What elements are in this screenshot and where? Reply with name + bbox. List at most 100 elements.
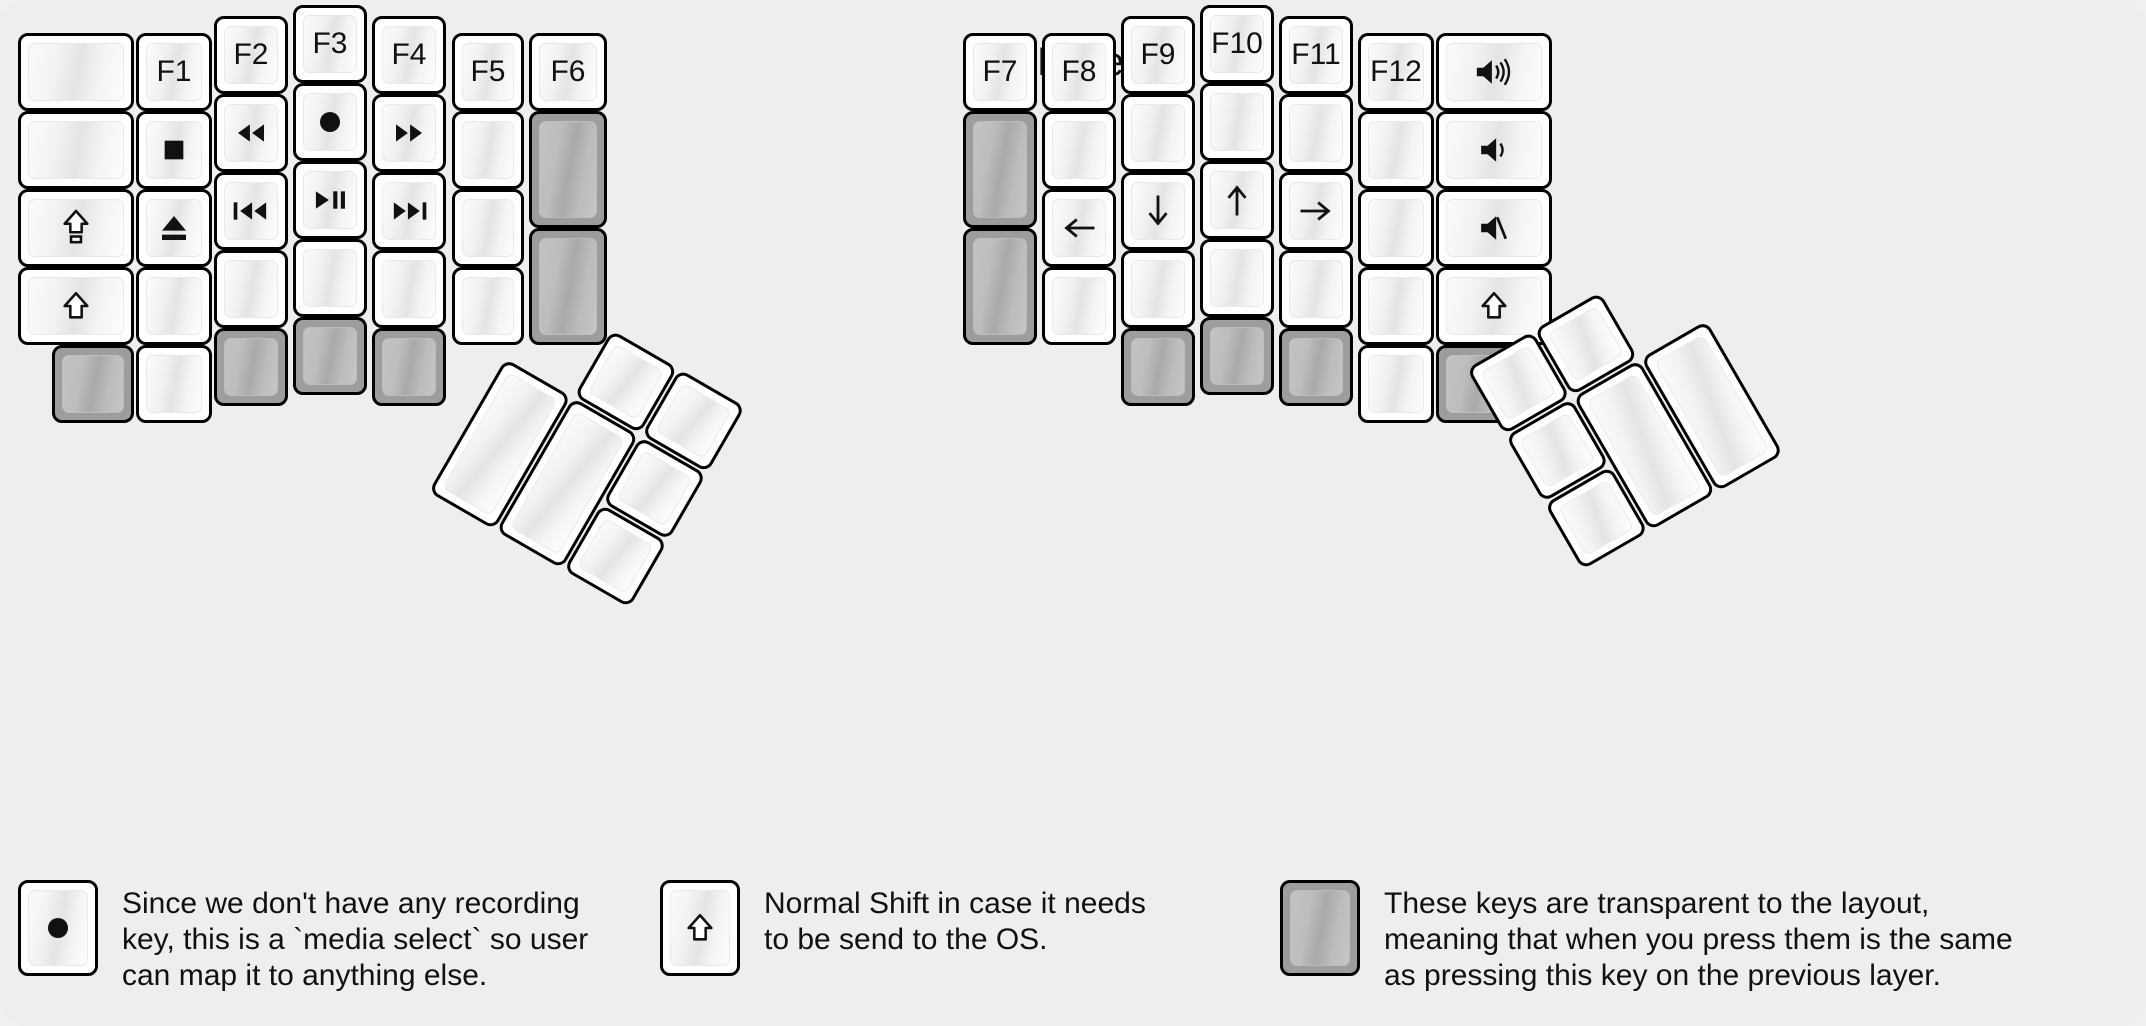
key-transparent-inner-column-1[interactable] [963, 111, 1037, 228]
key-f7-inner-column-0[interactable]: F7 [963, 33, 1037, 111]
keycap-surface [382, 26, 436, 84]
key-transparent-index-column-4[interactable] [1121, 328, 1195, 406]
keycap-surface [1131, 104, 1185, 162]
key-media-previous-ring-column-2[interactable] [214, 172, 288, 250]
key-label: F9 [1140, 38, 1176, 71]
key-transparent-inner-column-2[interactable] [963, 228, 1037, 345]
keycap-surface [1289, 260, 1343, 318]
key-transparent-index-column-4[interactable] [372, 328, 446, 406]
key-caps-lock-pinky-outer-column-2[interactable] [18, 189, 134, 267]
key-media-rewind-ring-column-1[interactable] [214, 94, 288, 172]
key-f11-ring-column-0[interactable]: F11 [1279, 16, 1353, 94]
volume-mute-icon [1476, 213, 1512, 243]
keycap-surface [1131, 338, 1185, 396]
keycap-surface [224, 260, 278, 318]
key-f12-pinky-column-0[interactable]: F12 [1358, 33, 1434, 111]
key-shift-legend-shift-key-0[interactable] [660, 880, 740, 976]
key-f10-middle-column-0[interactable]: F10 [1200, 5, 1274, 83]
key-arrow-left-index-inner-column-2[interactable] [1042, 189, 1116, 267]
keycap-surface [1210, 327, 1264, 385]
keycap-surface [28, 43, 124, 101]
keycap-surface [382, 260, 436, 318]
keycap-surface [462, 121, 514, 179]
keycap-surface [462, 277, 514, 335]
keycap-surface [1052, 43, 1106, 101]
key-blank-pinky-outer-column-0[interactable] [18, 33, 134, 111]
key-arrow-right-ring-column-2[interactable] [1279, 172, 1353, 250]
key-f2-ring-column-0[interactable]: F2 [214, 16, 288, 94]
key-blank-pinky-column-3[interactable] [1358, 267, 1434, 345]
key-media-record-middle-column-1[interactable] [293, 83, 367, 161]
key-blank-pinky-column-2[interactable] [1358, 189, 1434, 267]
key-blank-index-inner-column-3[interactable] [452, 267, 524, 345]
key-blank-pinky-outer-column-1[interactable] [18, 111, 134, 189]
key-shift-pinky-outer-column-3[interactable] [18, 267, 134, 345]
keycap-surface [382, 104, 436, 162]
key-blank-index-column-1[interactable] [1121, 94, 1195, 172]
key-f6-inner-column-0[interactable]: F6 [529, 33, 607, 111]
media-next-icon [387, 198, 431, 224]
key-label: F5 [470, 55, 506, 88]
media-record-icon [315, 107, 345, 137]
key-transparent-inner-column-1[interactable] [529, 111, 607, 228]
key-label: F6 [550, 55, 586, 88]
volume-down-icon [1476, 135, 1512, 165]
key-arrow-up-middle-column-2[interactable] [1200, 161, 1274, 239]
key-blank-pinky-column-3[interactable] [136, 267, 212, 345]
key-f1-pinky-column-0[interactable]: F1 [136, 33, 212, 111]
key-media-play-pause-middle-column-2[interactable] [293, 161, 367, 239]
key-media-next-index-column-2[interactable] [372, 172, 446, 250]
key-volume-down-pinky-outer-column-1[interactable] [1436, 111, 1552, 189]
key-blank-ring-column-3[interactable] [214, 250, 288, 328]
key-blank-index-inner-column-3[interactable] [1042, 267, 1116, 345]
key-transparent-ring-column-4[interactable] [214, 328, 288, 406]
key-label: F2 [233, 38, 269, 71]
key-arrow-down-index-column-2[interactable] [1121, 172, 1195, 250]
keycap-surface [973, 121, 1027, 218]
key-transparent-ring-column-4[interactable] [1279, 328, 1353, 406]
keycap-surface [616, 450, 693, 527]
key-blank-pinky-column-1[interactable] [1358, 111, 1434, 189]
keycap-surface [146, 355, 202, 413]
key-f4-index-column-0[interactable]: F4 [372, 16, 446, 94]
key-transparent-inner-column-2[interactable] [529, 228, 607, 345]
keycap-surface [28, 277, 124, 335]
keycap-surface [587, 343, 665, 421]
key-f8-index-inner-column-0[interactable]: F8 [1042, 33, 1116, 111]
key-media-fast-forward-index-column-1[interactable] [372, 94, 446, 172]
key-volume-up-pinky-outer-column-0[interactable] [1436, 33, 1552, 111]
key-transparent-middle-column-4[interactable] [293, 317, 367, 395]
key-media-eject-pinky-column-2[interactable] [136, 189, 212, 267]
key-blank-ring-column-1[interactable] [1279, 94, 1353, 172]
key-transparent-middle-column-4[interactable] [1200, 317, 1274, 395]
key-blank-middle-column-3[interactable] [293, 239, 367, 317]
key-f9-index-column-0[interactable]: F9 [1121, 16, 1195, 94]
key-blank-index-inner-column-1[interactable] [452, 111, 524, 189]
key-transparent-legend-transparent-key-0[interactable] [1280, 880, 1360, 976]
keycap-surface [1290, 890, 1350, 966]
key-blank-middle-column-3[interactable] [1200, 239, 1274, 317]
key-blank-index-inner-column-1[interactable] [1042, 111, 1116, 189]
keycap-surface [539, 238, 597, 335]
arrow-down-icon [1145, 191, 1171, 231]
key-media-record-legend-record-key-0[interactable] [18, 880, 98, 976]
key-blank-pinky-column-4[interactable] [1358, 345, 1434, 423]
keycap-surface [973, 238, 1027, 335]
key-blank-pinky-column-4[interactable] [136, 345, 212, 423]
key-media-stop-pinky-column-1[interactable] [136, 111, 212, 189]
keycap-surface [1052, 121, 1106, 179]
key-blank-index-column-3[interactable] [1121, 250, 1195, 328]
keycap-surface [973, 43, 1027, 101]
keycap-surface [539, 121, 597, 218]
key-f5-index-inner-column-0[interactable]: F5 [452, 33, 524, 111]
key-transparent-pinky-outer-column-4[interactable] [52, 345, 134, 423]
key-blank-index-column-3[interactable] [372, 250, 446, 328]
keycap-surface [1289, 338, 1343, 396]
key-volume-mute-pinky-outer-column-2[interactable] [1436, 189, 1552, 267]
key-blank-middle-column-1[interactable] [1200, 83, 1274, 161]
key-shift-pinky-outer-column-3[interactable] [1436, 267, 1552, 345]
key-blank-index-inner-column-2[interactable] [452, 189, 524, 267]
keycap-surface [1289, 26, 1343, 84]
key-f3-middle-column-0[interactable]: F3 [293, 5, 367, 83]
key-blank-ring-column-3[interactable] [1279, 250, 1353, 328]
